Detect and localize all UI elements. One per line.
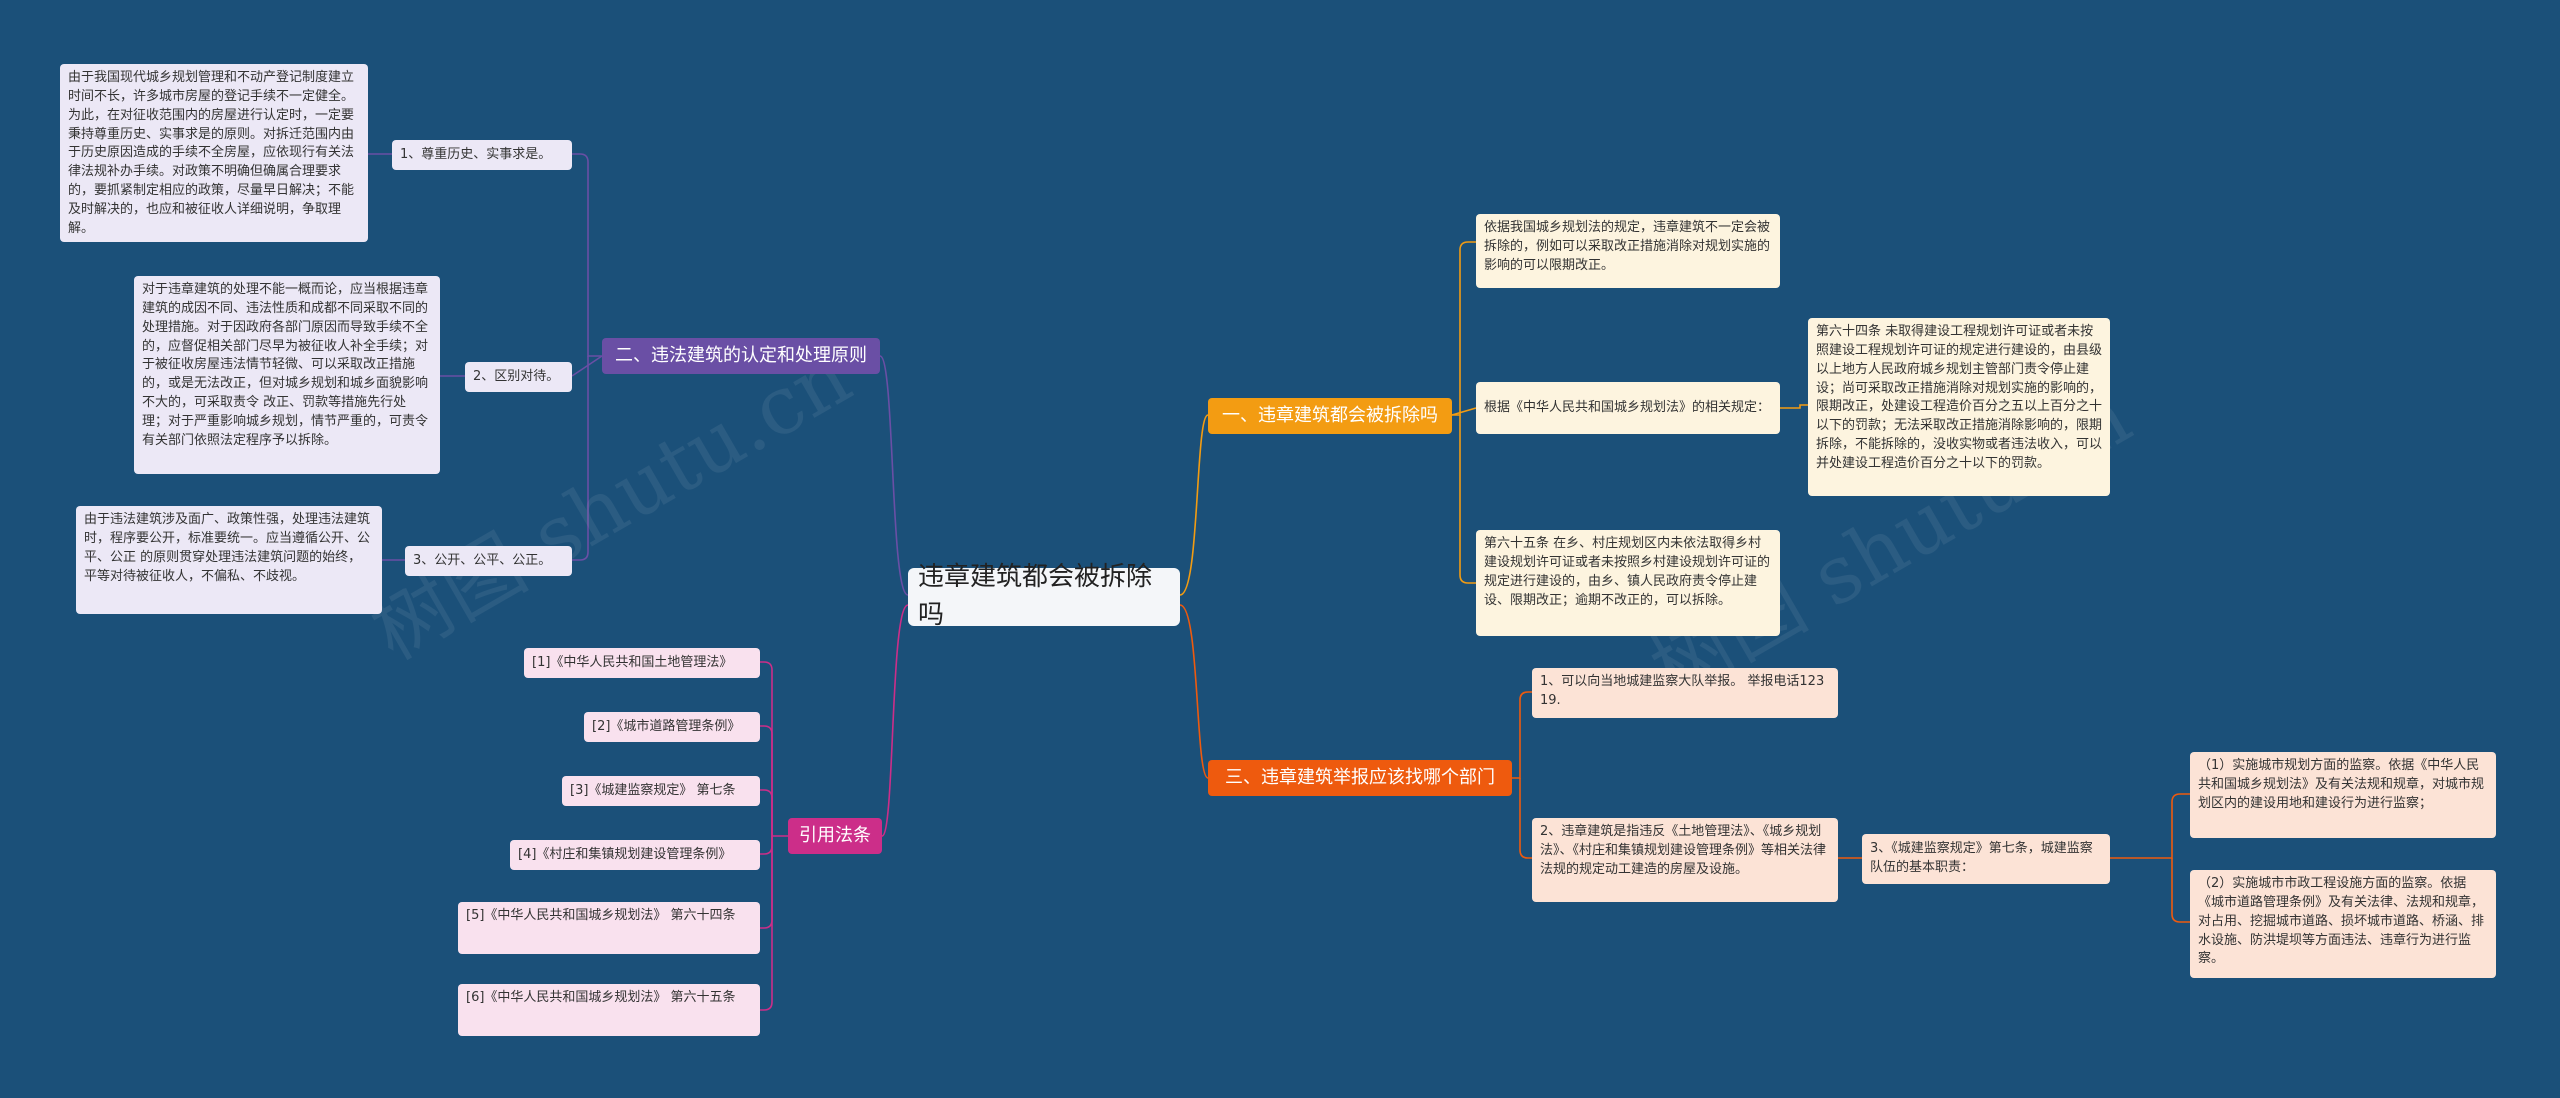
ref-text: [3]《城建监察规定》 第七条 [570,782,736,798]
ref-text: [4]《村庄和集镇规划建设管理条例》 [518,846,732,862]
ref-urban-road-regulations[interactable]: [2]《城市道路管理条例》 [584,712,760,742]
leaf-duty-planning-inspection[interactable]: （1）实施城市规划方面的监察。依据《中华人民共和国城乡规划法》及有关法规和规章，… [2190,752,2496,838]
leaf-differential-treatment[interactable]: 2、区别对待。 [465,362,572,392]
branch-demolition-question[interactable]: 一、违章建筑都会被拆除吗 [1208,398,1452,434]
branch-identification-principles[interactable]: 二、违法建筑的认定和处理原则 [602,338,880,374]
ref-text: [2]《城市道路管理条例》 [592,718,741,734]
leaf-planning-law-basis[interactable]: 根据《中华人民共和国城乡规划法》的相关规定： [1476,382,1780,434]
leaf-respect-history-text: 1、尊重历史、实事求是。 [400,146,552,162]
leaf-report-hotline[interactable]: 1、可以向当地城建监察大队举报。 举报电话12319. [1532,668,1838,718]
leaf-duty-municipal-inspection[interactable]: （2）实施城市市政工程设施方面的监察。依据《城市道路管理条例》及有关法律、法规和… [2190,870,2496,978]
leaf-urban-inspection-duties-text: 3、《城建监察规定》第七条，城建监察队伍的基本职责： [1870,841,2093,875]
leaf-differential-treatment-detail[interactable]: 对于违章建筑的处理不能一概而论，应当根据违章建筑的成因不同、违法性质和成都不同采… [134,276,440,474]
leaf-illegal-building-definition[interactable]: 2、违章建筑是指违反《土地管理法》、《城乡规划法》、《村庄和集镇规划建设管理条例… [1532,818,1838,902]
ref-land-administration-law[interactable]: [1]《中华人民共和国土地管理法》 [524,648,760,678]
leaf-open-fair-just-text: 3、公开、公平、公正。 [413,552,552,568]
leaf-planning-law-basis-text: 根据《中华人民共和国城乡规划法》的相关规定： [1484,399,1771,415]
ref-planning-law-article-64[interactable]: [5]《中华人民共和国城乡规划法》 第六十四条 [458,902,760,954]
ref-planning-law-article-65[interactable]: [6]《中华人民共和国城乡规划法》 第六十五条 [458,984,760,1036]
leaf-respect-history-detail[interactable]: 由于我国现代城乡规划管理和不动产登记制度建立时间不长，许多城市房屋的登记手续不一… [60,64,368,242]
leaf-open-fair-just-detail[interactable]: 由于违法建筑涉及面广、政策性强，处理违法建筑时，程序要公开，标准要统一。应当遵循… [76,506,382,614]
leaf-open-fair-just[interactable]: 3、公开、公平、公正。 [405,546,572,576]
leaf-article-64[interactable]: 第六十四条 未取得建设工程规划许可证或者未按照建设工程规划许可证的规定进行建设的… [1808,318,2110,496]
leaf-differential-treatment-text: 2、区别对待。 [473,368,560,384]
leaf-article-65[interactable]: 第六十五条 在乡、村庄规划区内未依法取得乡村建设规划许可证或者未按照乡村建设规划… [1476,530,1780,636]
root-topic[interactable]: 违章建筑都会被拆除吗 [908,562,1180,630]
leaf-urban-inspection-duties[interactable]: 3、《城建监察规定》第七条，城建监察队伍的基本职责： [1862,834,2110,884]
leaf-not-necessarily-demolished[interactable]: 依据我国城乡规划法的规定，违章建筑不一定会被拆除的，例如可以采取改正措施消除对规… [1476,214,1780,288]
branch-cited-laws[interactable]: 引用法条 [788,818,882,854]
ref-text: [1]《中华人民共和国土地管理法》 [532,654,733,670]
leaf-respect-history[interactable]: 1、尊重历史、实事求是。 [392,140,572,170]
ref-urban-inspection-rules[interactable]: [3]《城建监察规定》 第七条 [562,776,760,806]
ref-village-planning-regulations[interactable]: [4]《村庄和集镇规划建设管理条例》 [510,840,760,870]
branch-report-department[interactable]: 三、违章建筑举报应该找哪个部门 [1208,760,1512,796]
